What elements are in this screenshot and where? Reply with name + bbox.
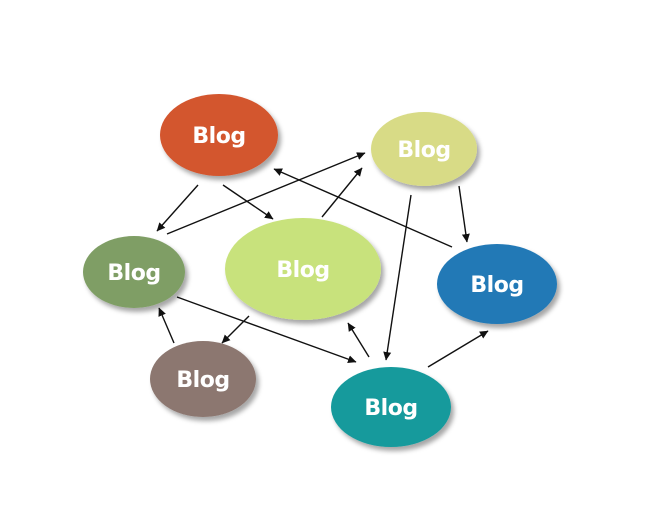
node-green-small-ellipse	[83, 236, 185, 308]
node-lime-center-ellipse	[225, 218, 381, 320]
edge-orange-to-center	[222, 184, 274, 220]
edge-blue-to-orange	[273, 168, 453, 248]
edge-green-to-teal	[176, 296, 357, 364]
node-taupe: Blog	[150, 341, 256, 417]
node-taupe-label: Blog	[176, 368, 229, 393]
edge-center-to-taupe	[221, 315, 250, 344]
node-blue-ellipse	[437, 244, 557, 324]
node-lime-center: Blog	[225, 218, 381, 320]
edge-yellow-to-blue	[458, 185, 470, 243]
node-yellow-label: Blog	[397, 138, 450, 163]
edge-green-to-yellow	[166, 152, 366, 235]
edge-teal-to-center	[347, 322, 370, 358]
edge-orange-to-green	[156, 184, 199, 232]
node-orange-ellipse	[160, 94, 278, 176]
node-orange-label: Blog	[192, 124, 245, 149]
edges	[156, 152, 489, 368]
edge-taupe-to-green	[158, 307, 175, 344]
node-yellow: Blog	[371, 112, 477, 186]
edge-yellow-to-teal	[383, 194, 412, 361]
edge-teal-to-blue	[427, 330, 489, 368]
node-yellow-ellipse	[371, 112, 477, 186]
node-blue: Blog	[437, 244, 557, 324]
node-green-small: Blog	[83, 236, 185, 308]
node-blue-label: Blog	[470, 273, 523, 298]
node-orange: Blog	[160, 94, 278, 176]
node-taupe-ellipse	[150, 341, 256, 417]
node-teal: Blog	[331, 367, 451, 447]
edge-center-to-yellow	[321, 167, 363, 218]
node-lime-center-label: Blog	[276, 258, 329, 283]
node-green-small-label: Blog	[107, 261, 160, 286]
node-teal-label: Blog	[364, 396, 417, 421]
node-teal-ellipse	[331, 367, 451, 447]
